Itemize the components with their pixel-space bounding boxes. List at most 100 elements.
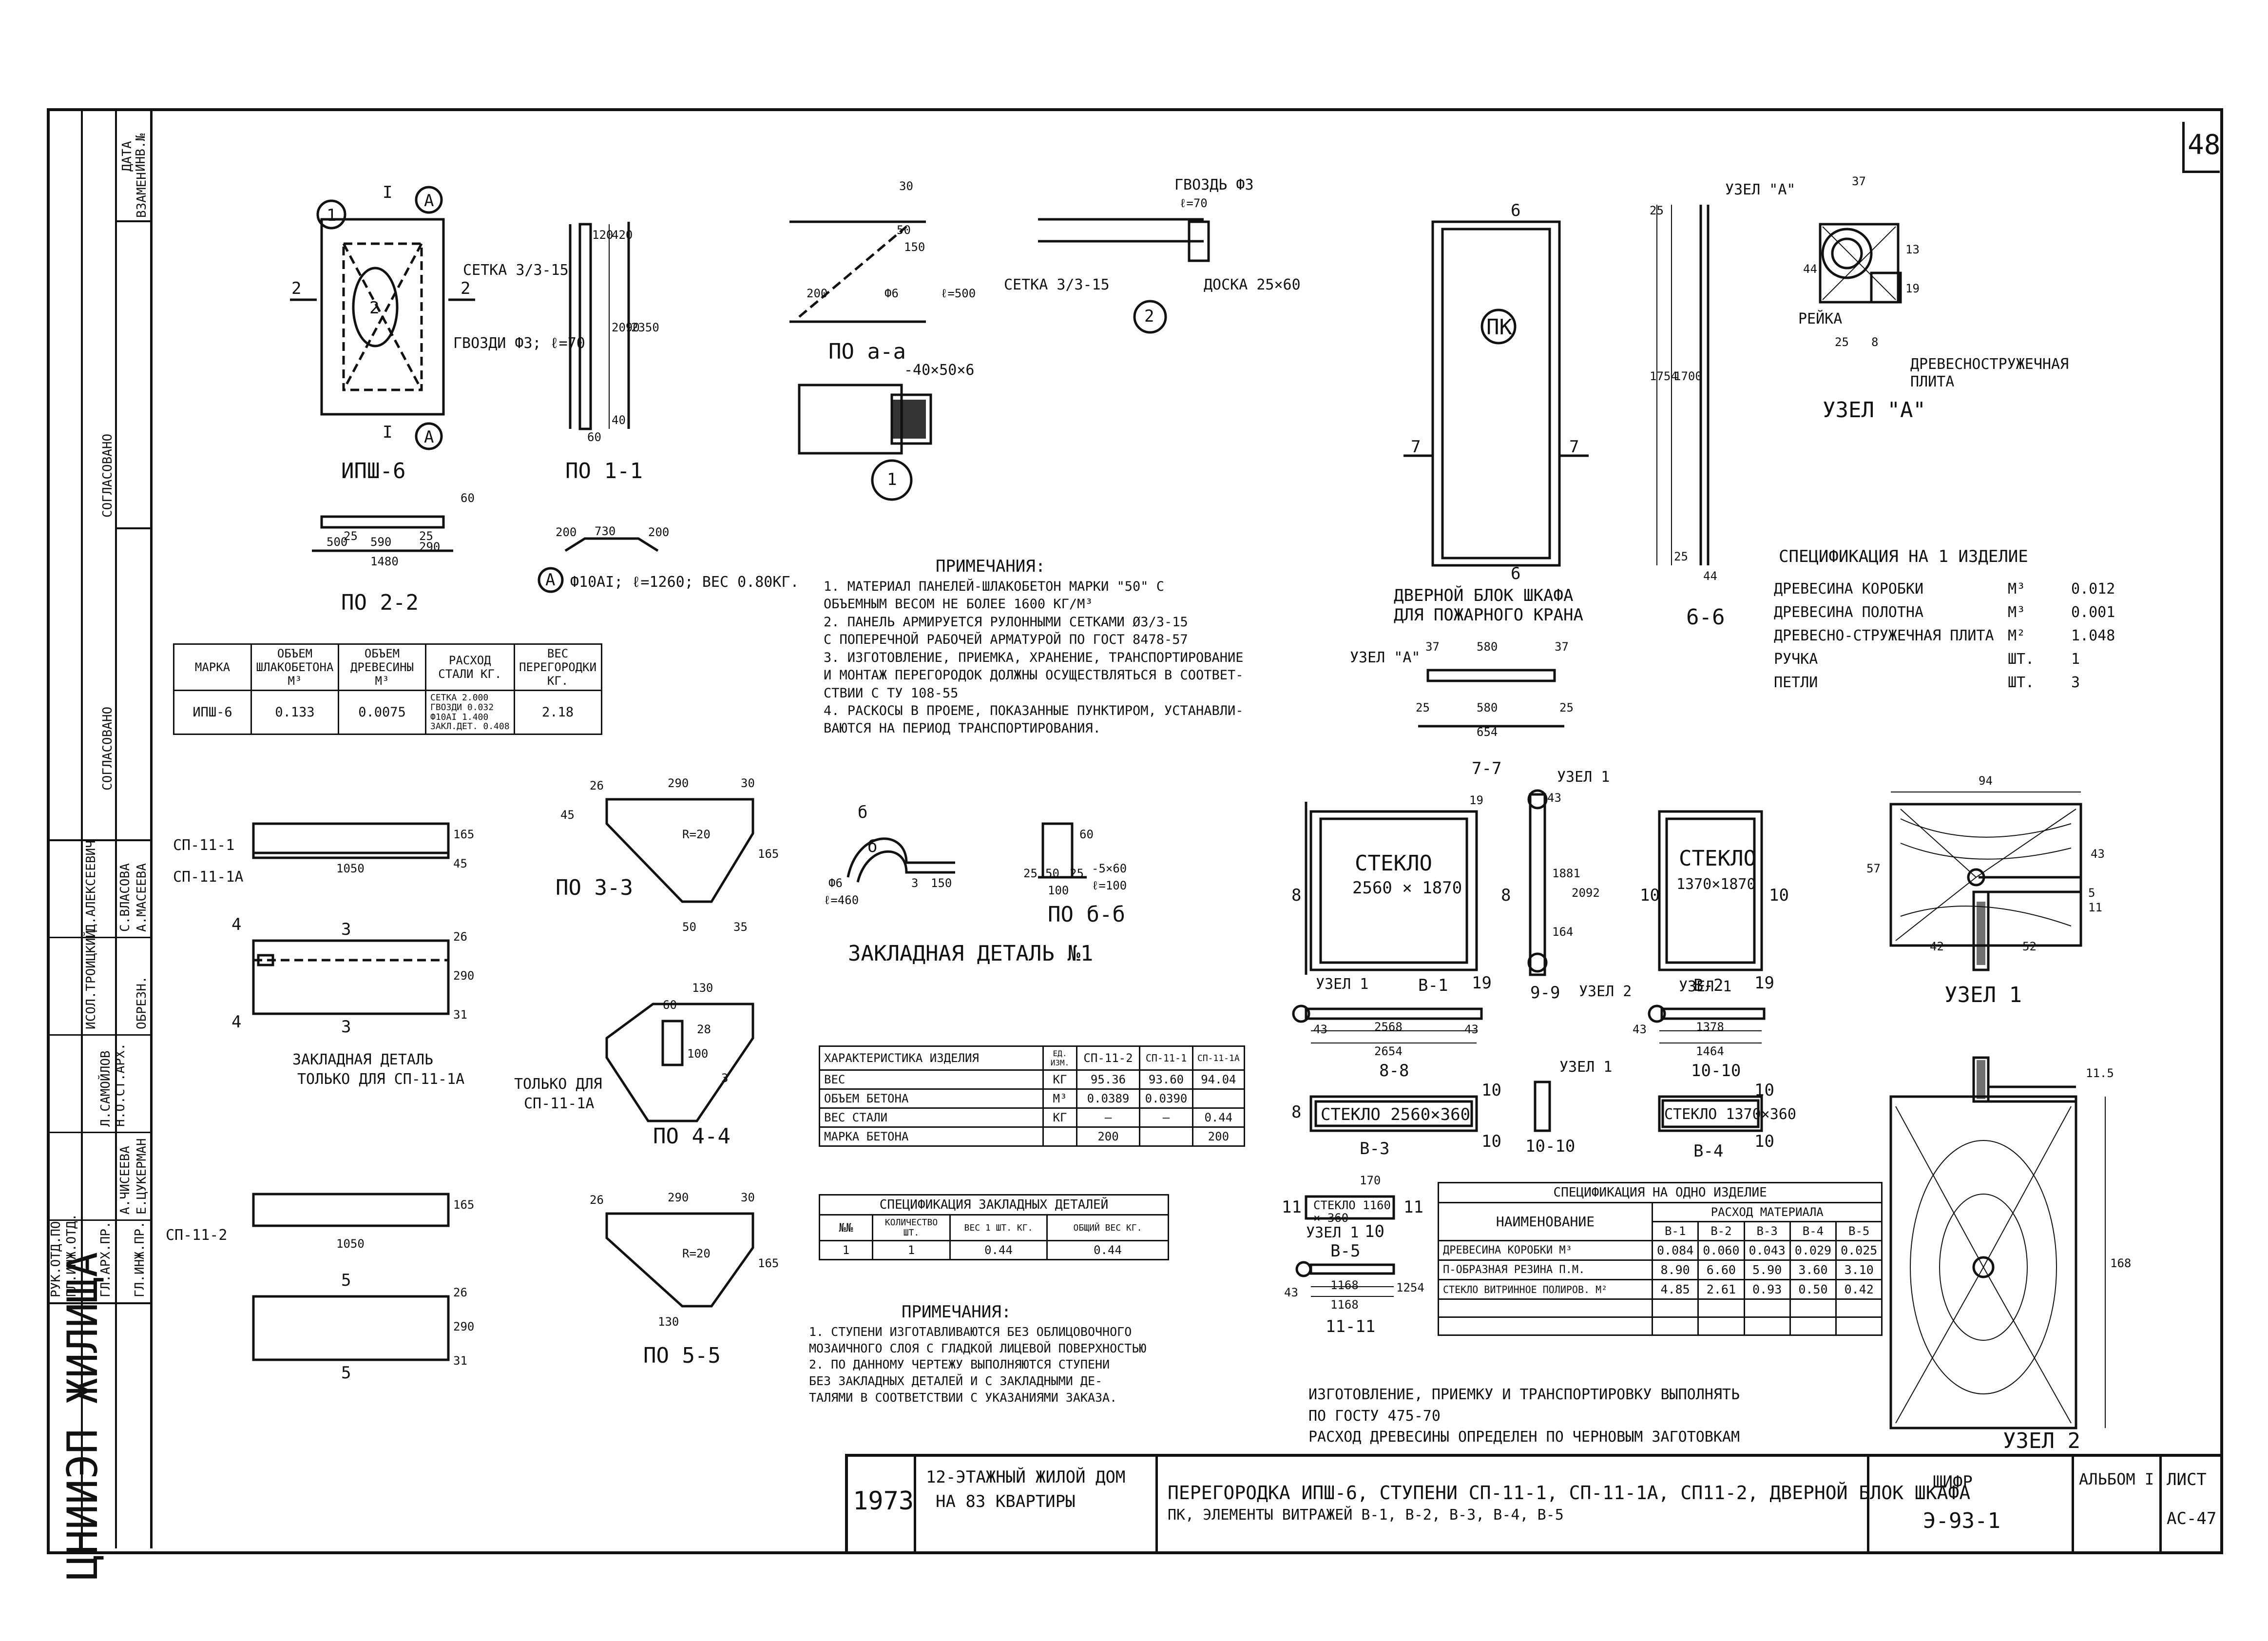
title-cipher-label: ШИФР	[1933, 1472, 1973, 1492]
section-7-7-caption: 7-7	[1472, 759, 1502, 778]
notes-line-9: ВАЮТСЯ НА ПЕРИОД ТРАНСПОРТИРОВАНИЯ.	[824, 721, 1101, 736]
paa-node-1: 1	[887, 470, 897, 489]
po44-dim-130: 130	[692, 981, 713, 995]
ipsh-section-2-center: 2	[369, 298, 380, 318]
ipsh-dim-2350: 2350	[631, 321, 659, 334]
po44-dim-100: 100	[687, 1047, 709, 1061]
vit-sec-10-b3a: 10	[1481, 1081, 1501, 1100]
title-cipher: Э-93-1	[1923, 1508, 2000, 1533]
po44-dim-3: 3	[721, 1071, 729, 1085]
notes-line-5: 3. ИЗГОТОВЛЕНИЕ, ПРИЕМКА, ХРАНЕНИЕ, ТРАН…	[824, 650, 1244, 665]
node-a-dim-13: 13	[1905, 243, 1920, 256]
vit-dim-1254: 1168	[1330, 1298, 1359, 1312]
vit-sec-11-left: 11	[1282, 1197, 1302, 1217]
table-row: ВЕС СТАЛИ КГ — — 0.44	[819, 1107, 1245, 1128]
po22-dim-25a: 25	[344, 529, 358, 543]
po33-dim-30: 30	[741, 776, 755, 790]
step2-h-290: 290	[453, 1320, 475, 1333]
vit-dim-43a: 43	[1547, 791, 1561, 805]
step-sp111-label: СП-11-1	[173, 837, 235, 854]
approval-stamp: ДАТА ИНВ.№ ВЗАМЕН СОГЛАСОВАНО СОГЛАСОВАН…	[47, 108, 153, 1580]
section-6-6-caption: 6-6	[1686, 605, 1725, 630]
table-header-row: №№ КОЛИЧЕСТВО ШТ. ВЕС 1 ШТ. КГ. ОБЩИЙ ВЕ…	[819, 1214, 1169, 1241]
door-caption-2: ДЛЯ ПОЖАРНОГО КРАНА	[1394, 605, 1583, 625]
step-h-290: 290	[453, 969, 475, 983]
vit-dim-2568: 2568	[1374, 1020, 1403, 1034]
po55-dim-r20: R=20	[682, 1247, 711, 1260]
embed-sec-b-bottom: б	[867, 837, 878, 856]
vit-dim-43e: 43	[1284, 1286, 1298, 1299]
title-block: 1973 12-ЭТАЖНЫЙ ЖИЛОЙ ДОМ НА 83 КВАРТИРЫ…	[845, 1454, 2220, 1551]
sheet-number-box: 48	[2182, 122, 2220, 173]
title-year: 1973	[853, 1487, 914, 1516]
step-sec-3-top: 3	[341, 920, 351, 939]
vit-sec-8-b3: 8	[1291, 1102, 1302, 1122]
manufacturing-notes: ИЗГОТОВЛЕНИЕ, ПРИЕМКУ И ТРАНСПОРТИРОВКУ …	[1308, 1384, 1740, 1448]
b1-label: В-1	[1418, 976, 1448, 995]
vit-dim-43f: 1254	[1396, 1281, 1424, 1294]
door-sec-7-right: 7	[1569, 437, 1579, 457]
embed-dim-l460: ℓ=460	[824, 893, 859, 907]
vit-dim-1881: 1881	[1552, 867, 1580, 880]
po55-dim-130: 130	[658, 1315, 679, 1329]
title-list: АС-47	[2167, 1509, 2217, 1528]
door-dim-25b: 25	[1674, 550, 1688, 563]
b4-glass: СТЕКЛО 1370×360	[1664, 1106, 1796, 1123]
door-sec-6-bottom: 6	[1511, 564, 1521, 583]
section-11-11-caption: 11-11	[1326, 1317, 1376, 1336]
manufacturing-note-1: ИЗГОТОВЛЕНИЕ, ПРИЕМКУ И ТРАНСПОРТИРОВКУ …	[1308, 1386, 1740, 1403]
step-h-26: 26	[453, 930, 467, 944]
po33-dim-r20: R=20	[682, 828, 711, 841]
drawing-sheet	[47, 108, 2223, 1554]
spec1-row: ПЕТЛИ ШТ. 3	[1774, 674, 2080, 691]
step-sp111a-label: СП-11-1А	[173, 869, 244, 886]
po44-dim-60: 60	[663, 998, 677, 1012]
title-project-line-2: НА 83 КВАРТИРЫ	[936, 1492, 1076, 1511]
node2-dim-115: 11.5	[2086, 1066, 2114, 1080]
title-project-cell: 12-ЭТАЖНЫЙ ЖИЛОЙ ДОМ НА 83 КВАРТИРЫ	[916, 1457, 1158, 1551]
steps-notes-line-5: ТАЛЯМИ В СООТВЕТСТВИИ С УКАЗАНИЯМИ ЗАКАЗ…	[809, 1390, 1117, 1405]
po55-dim-26: 26	[590, 1193, 604, 1207]
po-2-2-caption: ПО 2-2	[341, 590, 419, 615]
po22-dim-500: 500	[327, 535, 348, 549]
vit-node1-strip: УЗЕЛ 1	[1316, 976, 1369, 993]
title-album: АЛЬБОМ I	[2079, 1470, 2154, 1488]
paa-plate-label: -40×50×6	[904, 362, 975, 379]
ipsh-caption: ИПШ-6	[341, 459, 406, 483]
step-len-1: 1050	[336, 862, 365, 875]
steps-notes-line-2: МОЗАИЧНОГО СЛОЯ С ГЛАДКОЙ ЛИЦЕВОЙ ПОВЕРХ…	[809, 1341, 1147, 1355]
embed-dim-f6: Ф6	[828, 876, 843, 890]
node-a-dim-8: 8	[1871, 335, 1879, 349]
paa-mesh-label: СЕТКА 3/3-15	[1004, 276, 1110, 293]
door-sec-7-left: 7	[1411, 437, 1421, 457]
vit-sec-8-right: 8	[1501, 886, 1511, 905]
vit-sec-8-left: 8	[1291, 886, 1302, 905]
embed-dim-50: 50	[1045, 867, 1059, 880]
table-row: ДРЕВЕСИНА КОРОБКИ М³ 0.084 0.060 0.043 0…	[1438, 1240, 1883, 1261]
vit-sec-10-b5: 10	[1365, 1222, 1384, 1241]
po33-dim-165: 165	[758, 847, 779, 861]
b1-glass-size: 2560 × 1870	[1352, 878, 1462, 898]
rod-label: Ф10АI; ℓ=1260; ВЕС 0.80КГ.	[570, 574, 799, 591]
po-3-3-caption: ПО 3-3	[556, 875, 633, 900]
node1-dim-52: 52	[2022, 940, 2037, 953]
b2-glass: СТЕКЛО	[1679, 846, 1756, 871]
vit-sec-10-left: 10	[1640, 886, 1660, 905]
step2-h-26: 26	[453, 1286, 467, 1299]
vit-dim-43b: 43	[1313, 1023, 1327, 1036]
po-4-4-caption: ПО 4-4	[653, 1124, 730, 1149]
vit-dim-2654: 2654	[1374, 1044, 1403, 1058]
title-list-cell: ЛИСТ АС-47	[2162, 1457, 2220, 1551]
table-header-row: В-1 В-2 В-3 В-4 В-5	[1439, 1221, 1883, 1241]
spec1-row: РУЧКА ШТ. 1	[1774, 651, 2080, 668]
rod-callout-a: А	[545, 570, 556, 590]
embed-sec-b-top: б	[858, 803, 868, 822]
paa-dim-30: 30	[899, 179, 913, 193]
paa-dim-l500: ℓ=500	[941, 287, 976, 300]
spec1-title: СПЕЦИФИКАЦИЯ НА 1 ИЗДЕЛИЕ	[1779, 547, 2028, 566]
rod-dim-730: 730	[595, 524, 616, 538]
door-caption-1: ДВЕРНОЙ БЛОК ШКАФА	[1394, 586, 1574, 605]
ipsh-callout-a-bottom: А	[424, 427, 434, 447]
embed-dim-100: 100	[1048, 884, 1069, 897]
